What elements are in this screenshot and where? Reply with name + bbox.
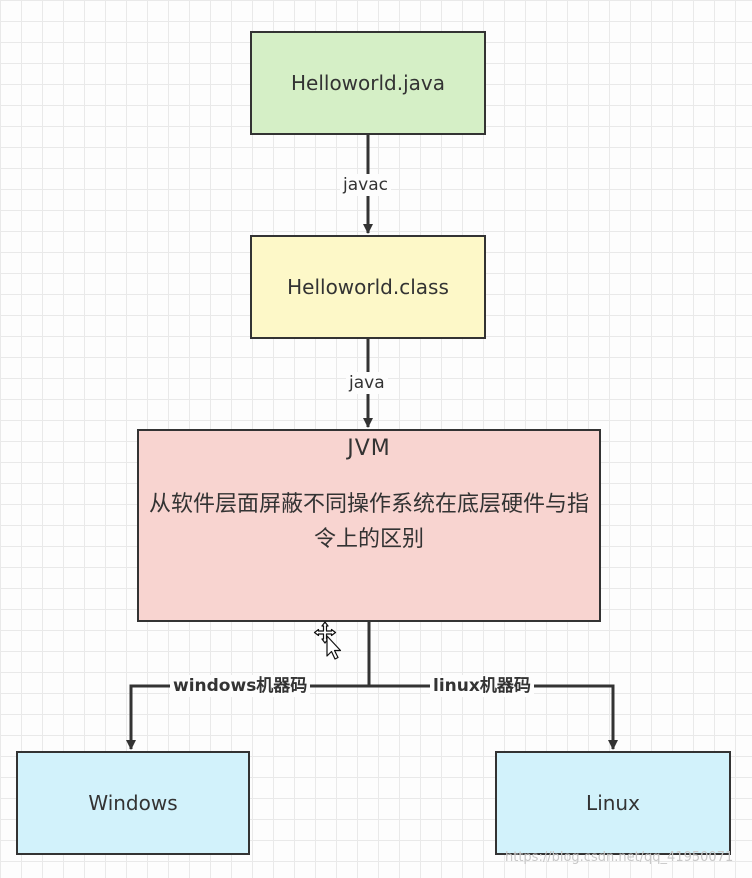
node-jvm-title: JVM	[347, 436, 391, 461]
node-helloworld-class[interactable]: Helloworld.class	[250, 235, 486, 339]
watermark: https://blog.csdn.net/qq_41950071	[505, 850, 734, 865]
node-helloworld-java[interactable]: Helloworld.java	[250, 31, 486, 135]
edge-label-javac: javac	[340, 174, 391, 196]
node-windows[interactable]: Windows	[16, 751, 250, 855]
node-helloworld-java-label: Helloworld.java	[290, 71, 446, 95]
edge-label-linux-machine-code: linux机器码	[430, 675, 534, 697]
node-jvm-description: 从软件层面屏蔽不同操作系统在底层硬件与指令上的区别	[149, 492, 590, 552]
edge-label-windows-machine-code: windows机器码	[170, 675, 311, 697]
node-linux-label: Linux	[586, 791, 640, 815]
node-helloworld-class-label: Helloworld.class	[287, 275, 449, 299]
move-cursor-icon	[313, 621, 342, 660]
node-linux[interactable]: Linux	[495, 751, 731, 855]
node-jvm[interactable]: JVM 从软件层面屏蔽不同操作系统在底层硬件与指令上的区别	[137, 429, 601, 622]
edge-label-java: java	[346, 372, 388, 394]
node-windows-label: Windows	[88, 791, 178, 815]
